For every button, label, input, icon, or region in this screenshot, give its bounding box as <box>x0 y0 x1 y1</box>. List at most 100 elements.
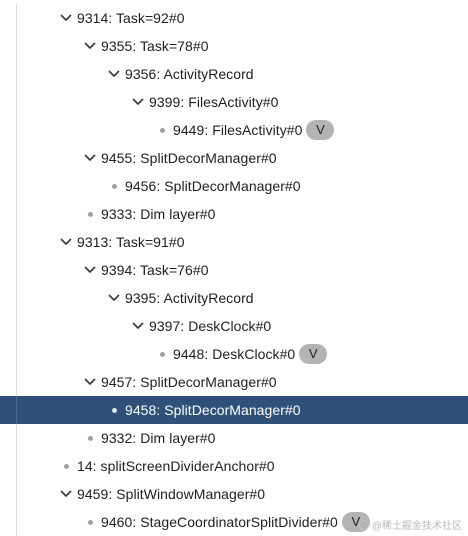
watermark: @稀土掘金技术社区 <box>358 517 462 532</box>
tree-row-label: 9457: SplitDecorManager#0 <box>101 368 277 396</box>
tree-guide-line <box>16 480 17 508</box>
tree-guide-line <box>16 116 17 144</box>
tree-row-text: 9457: SplitDecorManager#0 <box>101 374 277 390</box>
tree-guide-line <box>16 88 17 116</box>
chevron-down-icon[interactable] <box>106 284 122 312</box>
tree-row-text: 9449: FilesActivity#0 <box>173 122 303 138</box>
tree-guide-line <box>16 32 17 60</box>
tree-row-text: 9355: Task=78#0 <box>101 38 209 54</box>
tree-row-text: 9314: Task=92#0 <box>77 10 185 26</box>
tree-row-label: 9394: Task=76#0 <box>101 256 209 284</box>
tree-row-text: 14: splitScreenDividerAnchor#0 <box>77 458 275 474</box>
tree-row-text: 9399: FilesActivity#0 <box>149 94 279 110</box>
tree-guide-line <box>16 284 17 312</box>
tree-row[interactable]: 9459: SplitWindowManager#0 <box>0 480 468 508</box>
tree-guide-line <box>16 256 17 284</box>
tree-row[interactable]: 9456: SplitDecorManager#0 <box>0 172 468 200</box>
chevron-down-icon[interactable] <box>58 4 74 32</box>
tree-row-label: 9355: Task=78#0 <box>101 32 209 60</box>
tree-guide-line <box>16 424 17 452</box>
tree-row-text: 9397: DeskClock#0 <box>149 318 272 334</box>
tree-row-label: 9455: SplitDecorManager#0 <box>101 144 277 172</box>
tree-row[interactable]: 9356: ActivityRecord <box>0 60 468 88</box>
hierarchy-tree: 9314: Task=92#0 9355: Task=78#0 9356: Acti… <box>0 4 468 536</box>
tree-row[interactable]: 14: splitScreenDividerAnchor#0 <box>0 452 468 480</box>
watermark-text: @稀土掘金技术社区 <box>371 521 462 532</box>
leaf-bullet-icon <box>106 172 122 200</box>
chevron-down-icon[interactable] <box>58 480 74 508</box>
tree-row[interactable]: 9313: Task=91#0 <box>0 228 468 256</box>
tree-guide-line <box>16 340 17 368</box>
chevron-down-icon[interactable] <box>130 88 146 116</box>
visible-chip[interactable]: V <box>306 120 335 141</box>
tree-row-text: 9332: Dim layer#0 <box>101 430 216 446</box>
leaf-bullet-icon <box>58 452 74 480</box>
chevron-down-icon[interactable] <box>82 32 98 60</box>
tree-row-text: 9455: SplitDecorManager#0 <box>101 150 277 166</box>
chevron-down-icon[interactable] <box>82 368 98 396</box>
tree-row-label: 9356: ActivityRecord <box>125 60 254 88</box>
tree-row-text: 9394: Task=76#0 <box>101 262 209 278</box>
tree-row-label: 9313: Task=91#0 <box>77 228 185 256</box>
tree-row-label: 9332: Dim layer#0 <box>101 424 215 452</box>
tree-guide-line <box>16 144 17 172</box>
tree-guide-line <box>16 396 17 424</box>
chevron-down-icon[interactable] <box>82 256 98 284</box>
tree-row-label: 9395: ActivityRecord <box>125 284 254 312</box>
tree-row[interactable]: 9314: Task=92#0 <box>0 4 468 32</box>
tree-row[interactable]: 9397: DeskClock#0 <box>0 312 468 340</box>
tree-row[interactable]: 9399: FilesActivity#0 <box>0 88 468 116</box>
tree-guide-line <box>16 200 17 228</box>
leaf-bullet-icon <box>82 424 98 452</box>
leaf-bullet-icon <box>82 508 98 536</box>
tree-row[interactable]: 9395: ActivityRecord <box>0 284 468 312</box>
tree-row-label: 9458: SplitDecorManager#0 <box>125 396 301 424</box>
tree-row[interactable]: 9333: Dim layer#0 <box>0 200 468 228</box>
tree-guide-line <box>16 508 17 536</box>
tree-guide-line <box>16 452 17 480</box>
tree-row-text: 9458: SplitDecorManager#0 <box>125 402 301 418</box>
tree-row-text: 9333: Dim layer#0 <box>101 206 216 222</box>
tree-row-text: 9448: DeskClock#0 <box>173 346 296 362</box>
tree-row-label: 9314: Task=92#0 <box>77 4 185 32</box>
chevron-down-icon[interactable] <box>106 60 122 88</box>
leaf-bullet-icon <box>106 396 122 424</box>
visible-chip[interactable]: V <box>299 344 328 365</box>
tree-row[interactable]: 9394: Task=76#0 <box>0 256 468 284</box>
tree-row-text: 9460: StageCoordinatorSplitDivider#0 <box>101 514 338 530</box>
tree-guide-line <box>16 172 17 200</box>
tree-row-label: 14: splitScreenDividerAnchor#0 <box>77 452 275 480</box>
tree-row-label: 9333: Dim layer#0 <box>101 200 215 228</box>
tree-row-text: 9356: ActivityRecord <box>125 66 254 82</box>
tree-row-label: 9397: DeskClock#0 <box>149 312 271 340</box>
tree-guide-line <box>16 312 17 340</box>
juejin-logo-icon <box>358 519 369 530</box>
leaf-bullet-icon <box>154 116 170 144</box>
tree-guide-line <box>16 228 17 256</box>
chevron-down-icon[interactable] <box>58 228 74 256</box>
tree-row-text: 9459: SplitWindowManager#0 <box>77 486 266 502</box>
tree-row[interactable]: 9457: SplitDecorManager#0 <box>0 368 468 396</box>
tree-row-text: 9395: ActivityRecord <box>125 290 254 306</box>
chevron-down-icon[interactable] <box>130 312 146 340</box>
tree-row-label: 9459: SplitWindowManager#0 <box>77 480 265 508</box>
tree-guide-line <box>16 60 17 88</box>
tree-row-label: 9456: SplitDecorManager#0 <box>125 172 301 200</box>
tree-row[interactable]: 9458: SplitDecorManager#0 <box>0 396 468 424</box>
tree-row-text: 9456: SplitDecorManager#0 <box>125 178 301 194</box>
tree-guide-line <box>16 4 17 32</box>
tree-row-label: 9399: FilesActivity#0 <box>149 88 278 116</box>
tree-row[interactable]: 9455: SplitDecorManager#0 <box>0 144 468 172</box>
tree-row-text: 9313: Task=91#0 <box>77 234 185 250</box>
tree-row[interactable]: 9355: Task=78#0 <box>0 32 468 60</box>
chevron-down-icon[interactable] <box>82 144 98 172</box>
tree-guide-line <box>16 368 17 396</box>
leaf-bullet-icon <box>82 200 98 228</box>
leaf-bullet-icon <box>154 340 170 368</box>
tree-row[interactable]: 9332: Dim layer#0 <box>0 424 468 452</box>
